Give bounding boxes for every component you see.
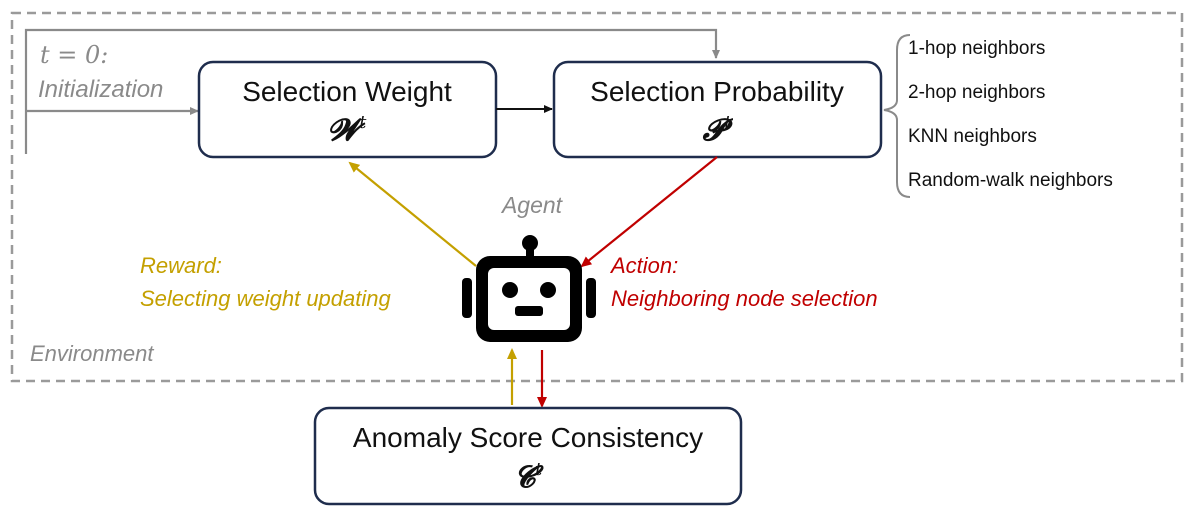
action-description: Neighboring node selection [611,286,878,311]
reward-description: Selecting weight updating [140,286,391,311]
anomaly-score-box: Anomaly Score Consistency 𝓒t [313,406,743,506]
environment-boundary [10,11,1184,383]
action-arrow [580,156,718,268]
reward-label: Reward: [140,253,222,278]
anomaly-score-title: Anomaly Score Consistency [353,422,703,453]
selection-probability-title: Selection Probability [590,76,844,107]
neighbors-bracket [883,34,911,198]
neighbor-item-random-walk: Random-walk neighbors [908,170,1113,191]
robot-agent-icon [462,235,596,342]
init-equation: t = 0: [40,41,108,69]
neighbor-item-knn: KNN neighbors [908,126,1037,147]
init-feedback-path [24,28,720,154]
selection-weight-title: Selection Weight [242,76,452,107]
neighbor-item-2hop: 2-hop neighbors [908,82,1045,103]
agent-label: Agent [500,192,564,218]
neighbor-item-1hop: 1-hop neighbors [908,38,1045,59]
selection-probability-box: Selection Probability 𝓟t [552,60,883,159]
action-label: Action: [609,253,678,278]
reward-arrow [348,161,477,267]
init-label: Initialization [38,76,163,103]
environment-label: Environment [30,341,154,366]
selection-weight-box: Selection Weight 𝓦t [197,60,498,159]
